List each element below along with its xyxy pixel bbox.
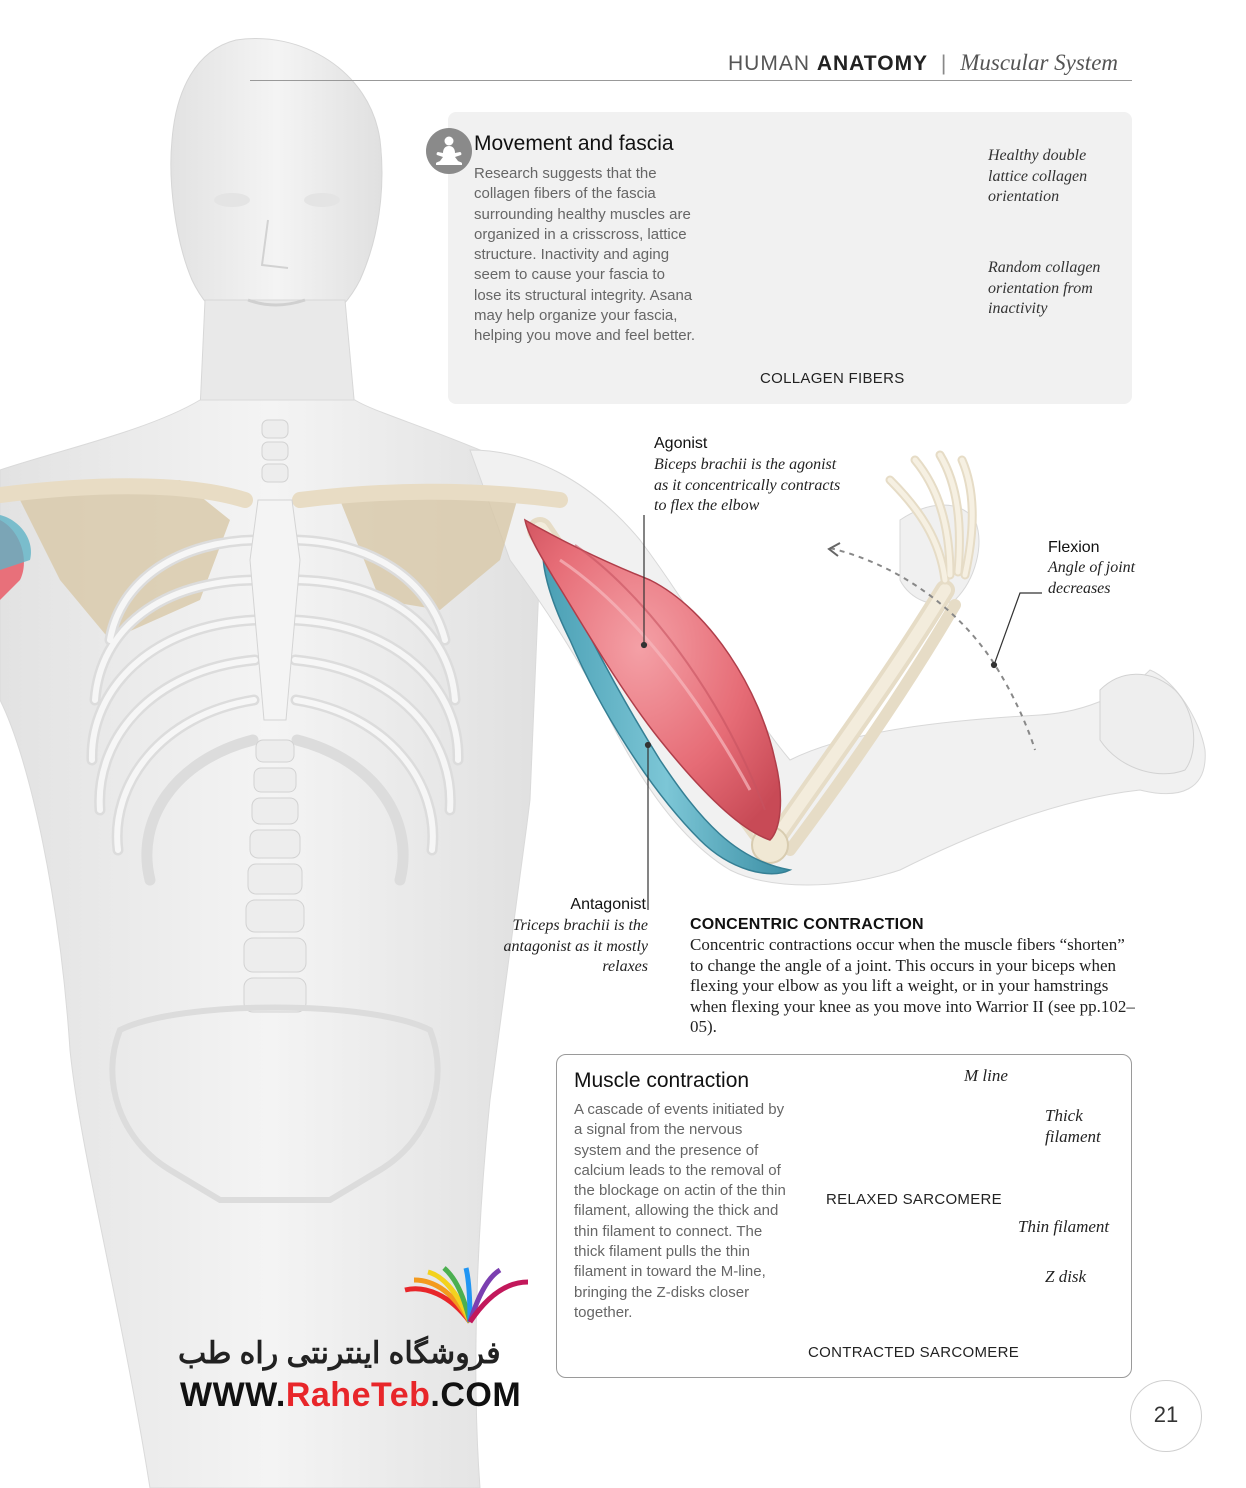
collagen-caption: COLLAGEN FIBERS [760, 370, 905, 387]
muscle-contraction-body: A cascade of events initiated by a signa… [574, 1101, 786, 1321]
flexion-title: Flexion [1048, 539, 1100, 556]
header-section-bold: ANATOMY [816, 52, 929, 75]
fascia-title: Movement and fascia [474, 132, 674, 155]
watermark-persian-text: فروشگاه اینترنتی راه طب [178, 1337, 501, 1370]
muscle-contraction-title: Muscle contraction [574, 1069, 750, 1092]
fascia-body: Research suggests that the collagen fibe… [474, 165, 695, 345]
label-thick-filament: Thick filament [1045, 1106, 1101, 1146]
biceps-muscle [523, 518, 782, 841]
muscle-contraction-box [556, 1054, 1132, 1378]
running-head: HUMAN ANATOMY | Muscular System [728, 50, 1118, 76]
watermark-url-prefix: WWW. [180, 1376, 286, 1414]
header-subsection: Muscular System [960, 50, 1119, 75]
skeleton [0, 419, 568, 1203]
label-z-disk: Z disk [1045, 1267, 1087, 1286]
page-number: 21 [1153, 1402, 1179, 1427]
triceps-muscle [542, 537, 793, 875]
antagonist-text: Triceps brachii is the antagonist as it … [503, 917, 648, 975]
fascia-panel [448, 112, 1132, 404]
yoga-meditation-icon [426, 128, 472, 174]
concentric-body: Concentric contractions occur when the m… [690, 935, 1135, 1036]
label-thin-filament: Thin filament [1018, 1217, 1110, 1236]
concentric-title: CONCENTRIC CONTRACTION [690, 916, 924, 933]
page-number-circle [1130, 1380, 1202, 1452]
header-rule [250, 80, 1132, 81]
watermark-url-suffix: .COM [430, 1376, 522, 1414]
caption-relaxed-sarcomere: RELAXED SARCOMERE [826, 1191, 1002, 1208]
agonist-title: Agonist [654, 435, 708, 452]
header-section-light: HUMAN [728, 52, 810, 75]
label-m-line: M line [964, 1066, 1008, 1085]
header-separator: | [940, 52, 948, 75]
watermark-url[interactable]: WWW.RaheTeb.COM [180, 1376, 521, 1415]
caption-contracted-sarcomere: CONTRACTED SARCOMERE [808, 1344, 1020, 1361]
label-random-collagen: Random collagen orientation from inactiv… [988, 259, 1101, 317]
flexion-arc [829, 547, 1036, 751]
watermark-logo [404, 1266, 529, 1324]
watermark-url-accent: RaheTeb [285, 1376, 431, 1414]
label-healthy-collagen: Healthy double lattice collagen orientat… [988, 147, 1088, 205]
agonist-text: Biceps brachii is the agonist as it conc… [654, 456, 841, 514]
flexion-text: Angle of joint decreases [1048, 559, 1136, 597]
antagonist-title: Antagonist [570, 896, 646, 913]
